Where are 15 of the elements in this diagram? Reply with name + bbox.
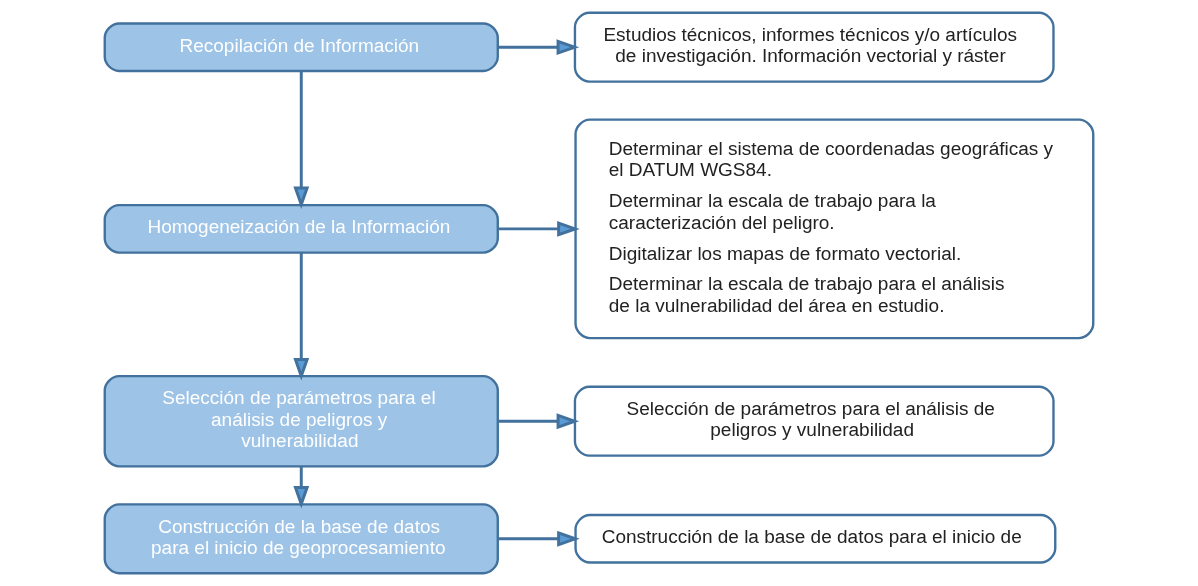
node-box: Selección de parámetros para el análisis de peligros y vulnerabilidad	[103, 374, 499, 468]
arrow	[498, 413, 580, 430]
node-box: Estudios técnicos, informes técnicos y/o artículos de investigación. Información vectorial y ráster	[573, 11, 1055, 83]
arrow	[293, 466, 310, 509]
node-box: Determinar el sistema de coordenadas geográficas y el DATUM WGS84. Determinar la escala de trabajo para la caracterización del peligro. Digitalizar los mapas de formato vectorial. Determinar la escala de trabajo para el análisis de la vulnerabilidad del área en estudio.	[574, 118, 1095, 340]
arrow	[498, 220, 580, 237]
node-box: Homogeneización de la Información	[103, 203, 499, 254]
arrow	[293, 253, 310, 381]
arrow	[293, 71, 310, 210]
node-box: Recopilación de Información	[103, 22, 499, 73]
arrow	[498, 530, 580, 547]
node-box: Construcción de la base de datos para el inicio de geoprocesamiento	[103, 503, 499, 575]
arrow	[498, 39, 580, 56]
node-box: Selección de parámetros para el análisis de peligros y vulnerabilidad	[573, 385, 1055, 457]
node-box: Construcción de la base de datos para el inicio de	[574, 513, 1057, 564]
